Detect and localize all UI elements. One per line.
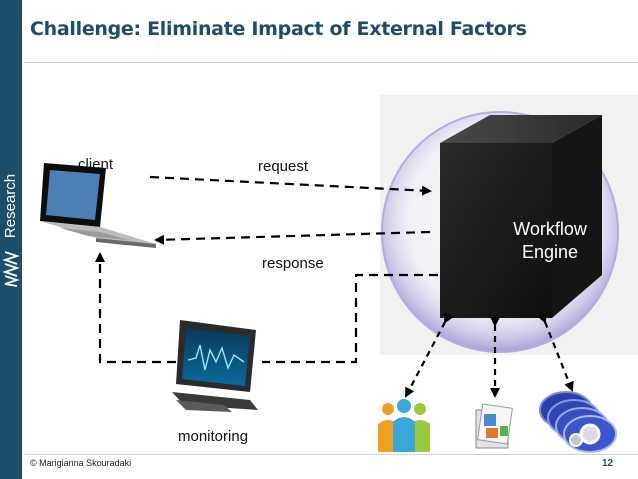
engine-label-line2: Engine [521,242,579,262]
footer-copyright: © Marigianna Skouradaki [30,458,132,468]
laptop-icon [40,163,156,248]
request-label: request [258,158,309,175]
users-icon [378,399,430,452]
disks-gears-icon [539,391,617,453]
black-box-cube [440,115,602,318]
disks-link [537,312,574,392]
monitor-icon [172,320,258,412]
slide-title: Challenge: Eliminate Impact of External … [30,18,527,40]
brand-logo-icon [2,251,20,287]
engine-label-line1: Workflow [513,219,587,239]
page-number: 12 [602,458,614,469]
response-arrow [154,230,431,245]
monitor-connector [262,273,438,364]
footer-divider [24,454,638,455]
request-arrow [149,175,432,196]
engine-label: Workflow Engine [500,218,600,264]
client-label: client [78,156,114,173]
sidebar-brand-bar: Research [0,0,22,479]
title-divider [24,62,638,63]
monitoring-label: monitoring [178,428,249,445]
users-link [405,312,454,398]
files-icon [475,403,513,449]
monitoring-arrow [95,252,176,364]
response-label: response [262,255,324,272]
